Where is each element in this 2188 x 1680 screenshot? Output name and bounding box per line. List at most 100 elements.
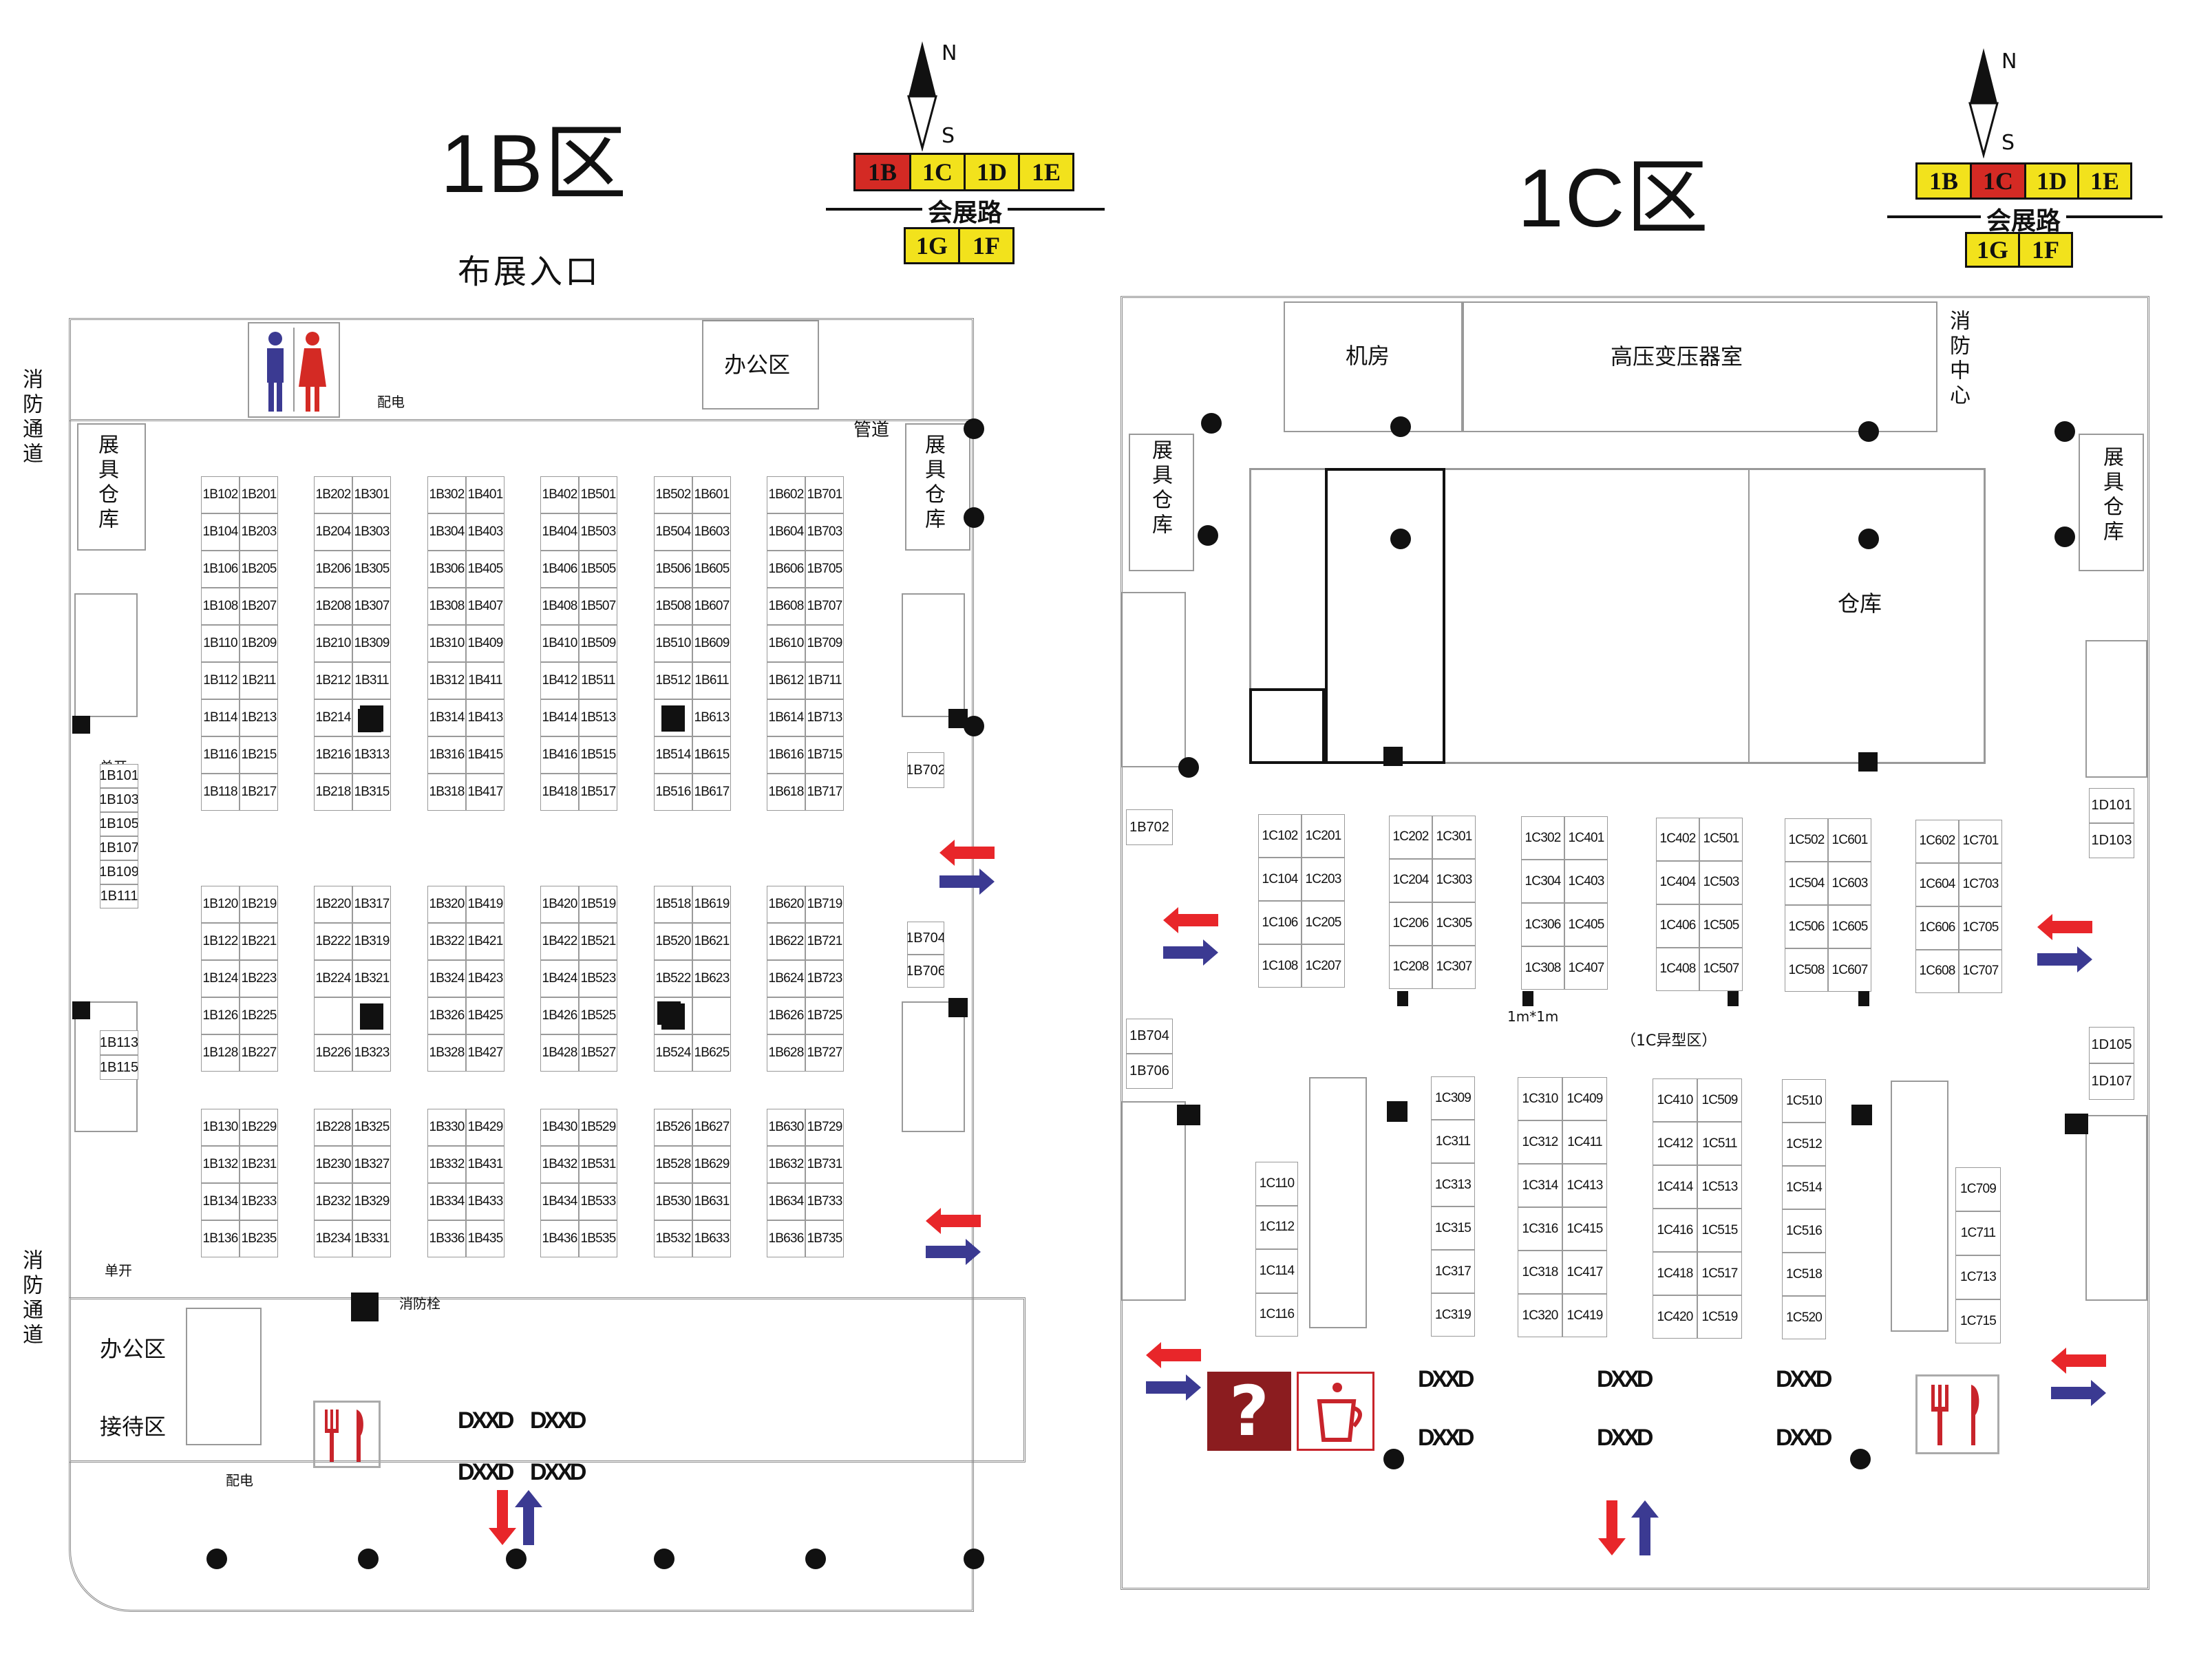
- booth-1b608: 1B608: [767, 588, 805, 625]
- booth-1c713: 1C713: [1955, 1255, 2001, 1299]
- booth-1b503: 1B503: [579, 513, 617, 551]
- exit-arrow-down-icon: [489, 1490, 516, 1545]
- booth-1b421: 1B421: [466, 923, 504, 960]
- booth-1b403: 1B403: [466, 513, 504, 551]
- pillar-icon: [1397, 991, 1408, 1006]
- storage-room-left: [1129, 434, 1194, 571]
- booth-1d105: 1D105: [2089, 1027, 2134, 1063]
- booth-1b727: 1B727: [805, 1034, 844, 1072]
- booth-1b519: 1B519: [579, 886, 617, 923]
- pillar-icon: [72, 716, 90, 734]
- booth-1b223: 1B223: [240, 960, 278, 997]
- booth-1b115: 1B115: [100, 1055, 138, 1080]
- storage-room-left: [77, 423, 146, 551]
- booth-1b611: 1B611: [692, 662, 731, 699]
- booth-1b332: 1B332: [427, 1146, 466, 1183]
- booth-1c504: 1C504: [1785, 862, 1828, 905]
- hall-1b-south-band: [69, 1297, 1026, 1463]
- structural-column-icon: [805, 1549, 826, 1569]
- revolving-door-icon: DXXD: [530, 1459, 586, 1485]
- booth-1b126: 1B126: [201, 997, 240, 1034]
- booth-1c201: 1C201: [1302, 814, 1345, 858]
- booth-1c520: 1C520: [1782, 1296, 1826, 1339]
- booth-1b529: 1B529: [579, 1109, 617, 1146]
- legend-zone-1f: 1F: [958, 227, 1015, 264]
- booth-1c304: 1C304: [1521, 860, 1564, 903]
- booth-1b614: 1B614: [767, 699, 805, 736]
- drink-icon: [1297, 1372, 1374, 1451]
- booth-1c206: 1C206: [1389, 902, 1432, 946]
- booth-1c302: 1C302: [1521, 816, 1564, 860]
- booth-1b124: 1B124: [201, 960, 240, 997]
- booth-1b433: 1B433: [466, 1183, 504, 1220]
- booth-1b217: 1B217: [240, 774, 278, 811]
- booth-1b103: 1B103: [100, 788, 138, 812]
- booth-1b315: 1B315: [352, 774, 391, 811]
- pillar-cell: [352, 997, 391, 1034]
- booth-1c417: 1C417: [1562, 1251, 1607, 1294]
- booth-1b605: 1B605: [692, 551, 731, 588]
- booth-1b418: 1B418: [540, 774, 579, 811]
- pillar-icon: [1858, 991, 1869, 1006]
- booth-1b609: 1B609: [692, 625, 731, 662]
- booth-1b206: 1B206: [314, 551, 352, 588]
- booth-1c711: 1C711: [1955, 1211, 2001, 1255]
- entry-arrow-up-icon: [515, 1490, 542, 1545]
- entry-arrow-right-icon: [1146, 1374, 1201, 1401]
- booth-1b422: 1B422: [540, 923, 579, 960]
- booth-1c108: 1C108: [1258, 944, 1302, 988]
- booth-1c203: 1C203: [1302, 858, 1345, 901]
- entry-arrow-right-icon: [939, 869, 995, 895]
- booth-1b426: 1B426: [540, 997, 579, 1034]
- revolving-door-icon: DXXD: [458, 1459, 514, 1485]
- structural-column-icon: [1383, 1449, 1404, 1469]
- booth-1b331: 1B331: [352, 1220, 391, 1257]
- machine-room-label: 机房: [1346, 343, 1390, 369]
- booth-1b136: 1B136: [201, 1220, 240, 1257]
- booth-1b214: 1B214: [314, 699, 352, 736]
- booth-1b616: 1B616: [767, 736, 805, 774]
- booth-1b227: 1B227: [240, 1034, 278, 1072]
- booth-1b502: 1B502: [654, 476, 692, 513]
- booth-1b523: 1B523: [579, 960, 617, 997]
- entrance-label: 布展入口: [458, 253, 602, 291]
- booth-1b723: 1B723: [805, 960, 844, 997]
- booth-1c419: 1C419: [1562, 1294, 1607, 1337]
- booth-1b109: 1B109: [100, 860, 138, 884]
- road-label: 会展路: [922, 193, 1008, 228]
- booth-1c707: 1C707: [1959, 949, 2002, 993]
- booth-1c208: 1C208: [1389, 945, 1432, 989]
- booth-1b228: 1B228: [314, 1109, 352, 1146]
- booth-1c506: 1C506: [1785, 905, 1828, 948]
- booth-1c416: 1C416: [1653, 1209, 1697, 1252]
- booth-1b120: 1B120: [201, 886, 240, 923]
- booth-1b414: 1B414: [540, 699, 579, 736]
- booth-1b521: 1B521: [579, 923, 617, 960]
- booth-1c102: 1C102: [1258, 814, 1302, 858]
- pillar-cell: [654, 699, 692, 736]
- booth-1b233: 1B233: [240, 1183, 278, 1220]
- stair-core-se: [902, 1001, 965, 1132]
- entry-arrow-right-icon: [926, 1239, 981, 1265]
- structural-column-icon: [358, 1549, 379, 1569]
- booth-1b112: 1B112: [201, 662, 240, 699]
- booth-1b703: 1B703: [805, 513, 844, 551]
- stair-core-sw: [1120, 1101, 1186, 1301]
- booth-1c603: 1C603: [1828, 862, 1871, 905]
- booth-1c205: 1C205: [1302, 901, 1345, 944]
- booth-1b526: 1B526: [654, 1109, 692, 1146]
- booth-1b634: 1B634: [767, 1183, 805, 1220]
- booth-1b633: 1B633: [692, 1220, 731, 1257]
- booth-1c106: 1C106: [1258, 901, 1302, 944]
- storage-label-right: 展具仓库: [2099, 446, 2123, 545]
- pipe-label: 管道: [853, 420, 890, 440]
- revolving-door-icon: DXXD: [1597, 1366, 1653, 1392]
- stair-core-nw: [74, 593, 138, 717]
- booth-1c320: 1C320: [1518, 1294, 1562, 1337]
- booth-1c316: 1C316: [1518, 1207, 1562, 1251]
- booth-1c309: 1C309: [1431, 1076, 1475, 1120]
- booth-1c509: 1C509: [1697, 1078, 1742, 1122]
- booth-1c401: 1C401: [1564, 816, 1608, 860]
- booth-1b427: 1B427: [466, 1034, 504, 1072]
- booth-1b116: 1B116: [201, 736, 240, 774]
